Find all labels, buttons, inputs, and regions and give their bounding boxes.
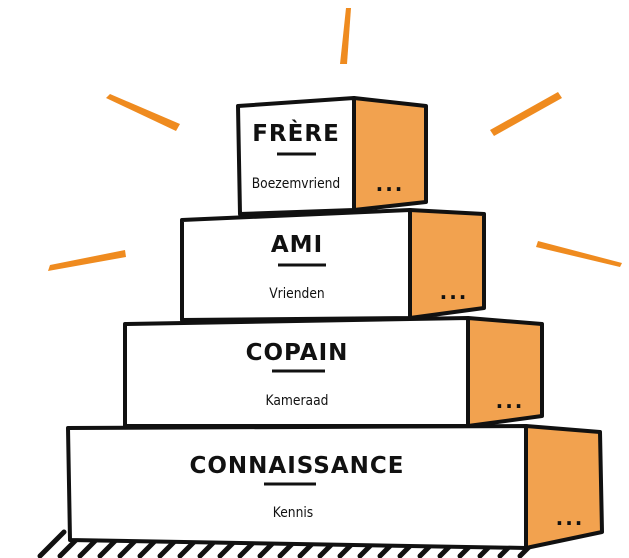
box-copain <box>123 316 544 428</box>
box-dots-ami: ... <box>440 280 469 304</box>
box-subtitle-copain: Kameraad <box>266 393 329 409</box>
ray-upper-right <box>490 92 562 136</box>
box-dots-copain: ... <box>496 389 525 413</box>
box-title-frere: FRÈRE <box>252 119 340 147</box>
ray-lower-right <box>536 241 622 267</box>
label-separators <box>264 152 326 486</box>
ray-lower-left <box>48 250 126 271</box>
ray-upper-left <box>106 94 180 131</box>
box-dots-connaissance: ... <box>556 506 585 530</box>
box-frere <box>236 96 428 216</box>
box-title-copain: COPAIN <box>246 340 349 366</box>
box-subtitle-ami: Vrienden <box>269 286 324 302</box>
ray-top <box>340 8 351 64</box>
sun-rays <box>48 8 622 271</box>
box-title-connaissance: CONNAISSANCE <box>189 453 404 479</box>
box-dots-frere: ... <box>376 172 405 196</box>
box-frere-front <box>236 96 356 216</box>
box-subtitle-frere: Boezemvriend <box>252 176 341 192</box>
box-title-ami: AMI <box>271 232 323 258</box>
box-subtitle-connaissance: Kennis <box>273 505 314 521</box>
box-connaissance-front <box>66 424 528 550</box>
box-connaissance <box>66 424 604 550</box>
